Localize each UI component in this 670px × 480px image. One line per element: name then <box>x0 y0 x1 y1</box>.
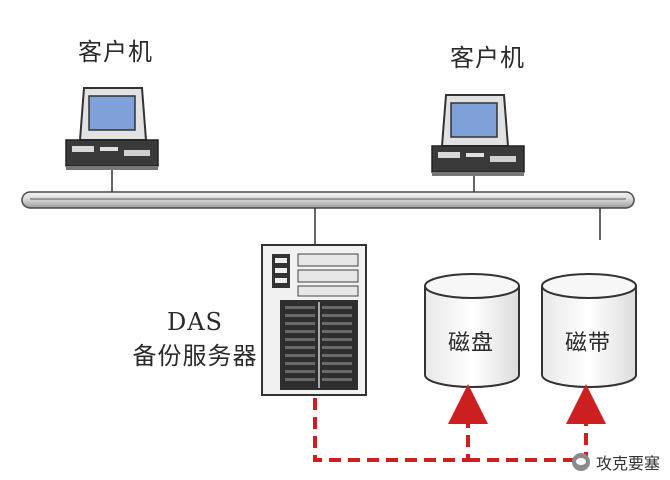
disk-label: 磁盘 <box>448 331 495 356</box>
client-computer-left <box>65 87 159 170</box>
server-label: DAS 备份服务器 <box>120 305 270 373</box>
client-computer-right <box>431 94 525 176</box>
client-left-label: 客户机 <box>78 38 153 66</box>
tape-label: 磁带 <box>565 331 612 356</box>
client-right-label: 客户机 <box>450 44 525 72</box>
server-label-line1: DAS <box>166 308 223 336</box>
server-label-line2: 备份服务器 <box>132 342 258 370</box>
backup-server-tower <box>261 244 367 396</box>
wechat-icon <box>571 453 590 471</box>
watermark-text: 攻克要塞 <box>595 454 660 473</box>
watermark: 攻克要塞 <box>571 450 660 474</box>
disk-cylinder <box>424 273 520 388</box>
connectors <box>111 170 601 245</box>
backup-path <box>313 384 606 462</box>
network-bus <box>21 191 635 209</box>
